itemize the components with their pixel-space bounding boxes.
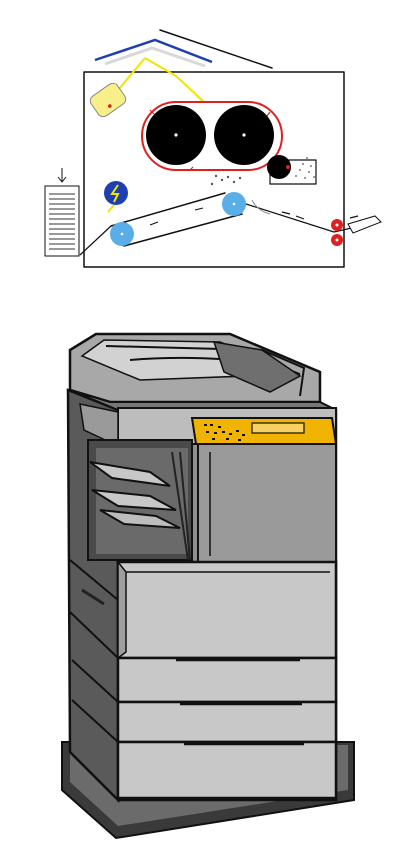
paper-stack-icon xyxy=(44,168,80,257)
keypad xyxy=(204,424,245,441)
paper-drawer-2 xyxy=(116,700,338,744)
scanner-platen xyxy=(69,389,337,411)
transfer-belt xyxy=(110,192,243,247)
developer-roller xyxy=(267,155,291,179)
lightning-bolt-icon xyxy=(110,184,120,203)
laser-beam xyxy=(117,57,203,101)
control-panel-display xyxy=(251,422,305,434)
laser-printer-schematic xyxy=(44,29,382,268)
copier-illustration xyxy=(61,332,355,840)
large-paper-cassette xyxy=(116,560,338,660)
toner-particles xyxy=(210,157,315,186)
scanner-mirror xyxy=(94,38,213,64)
output-trays xyxy=(89,461,181,529)
paper-drawer-3 xyxy=(116,740,338,800)
laser-unit xyxy=(89,82,127,118)
printer-frame xyxy=(83,71,345,268)
scanner-lid xyxy=(159,29,273,69)
paper-drawer-1 xyxy=(116,656,338,704)
